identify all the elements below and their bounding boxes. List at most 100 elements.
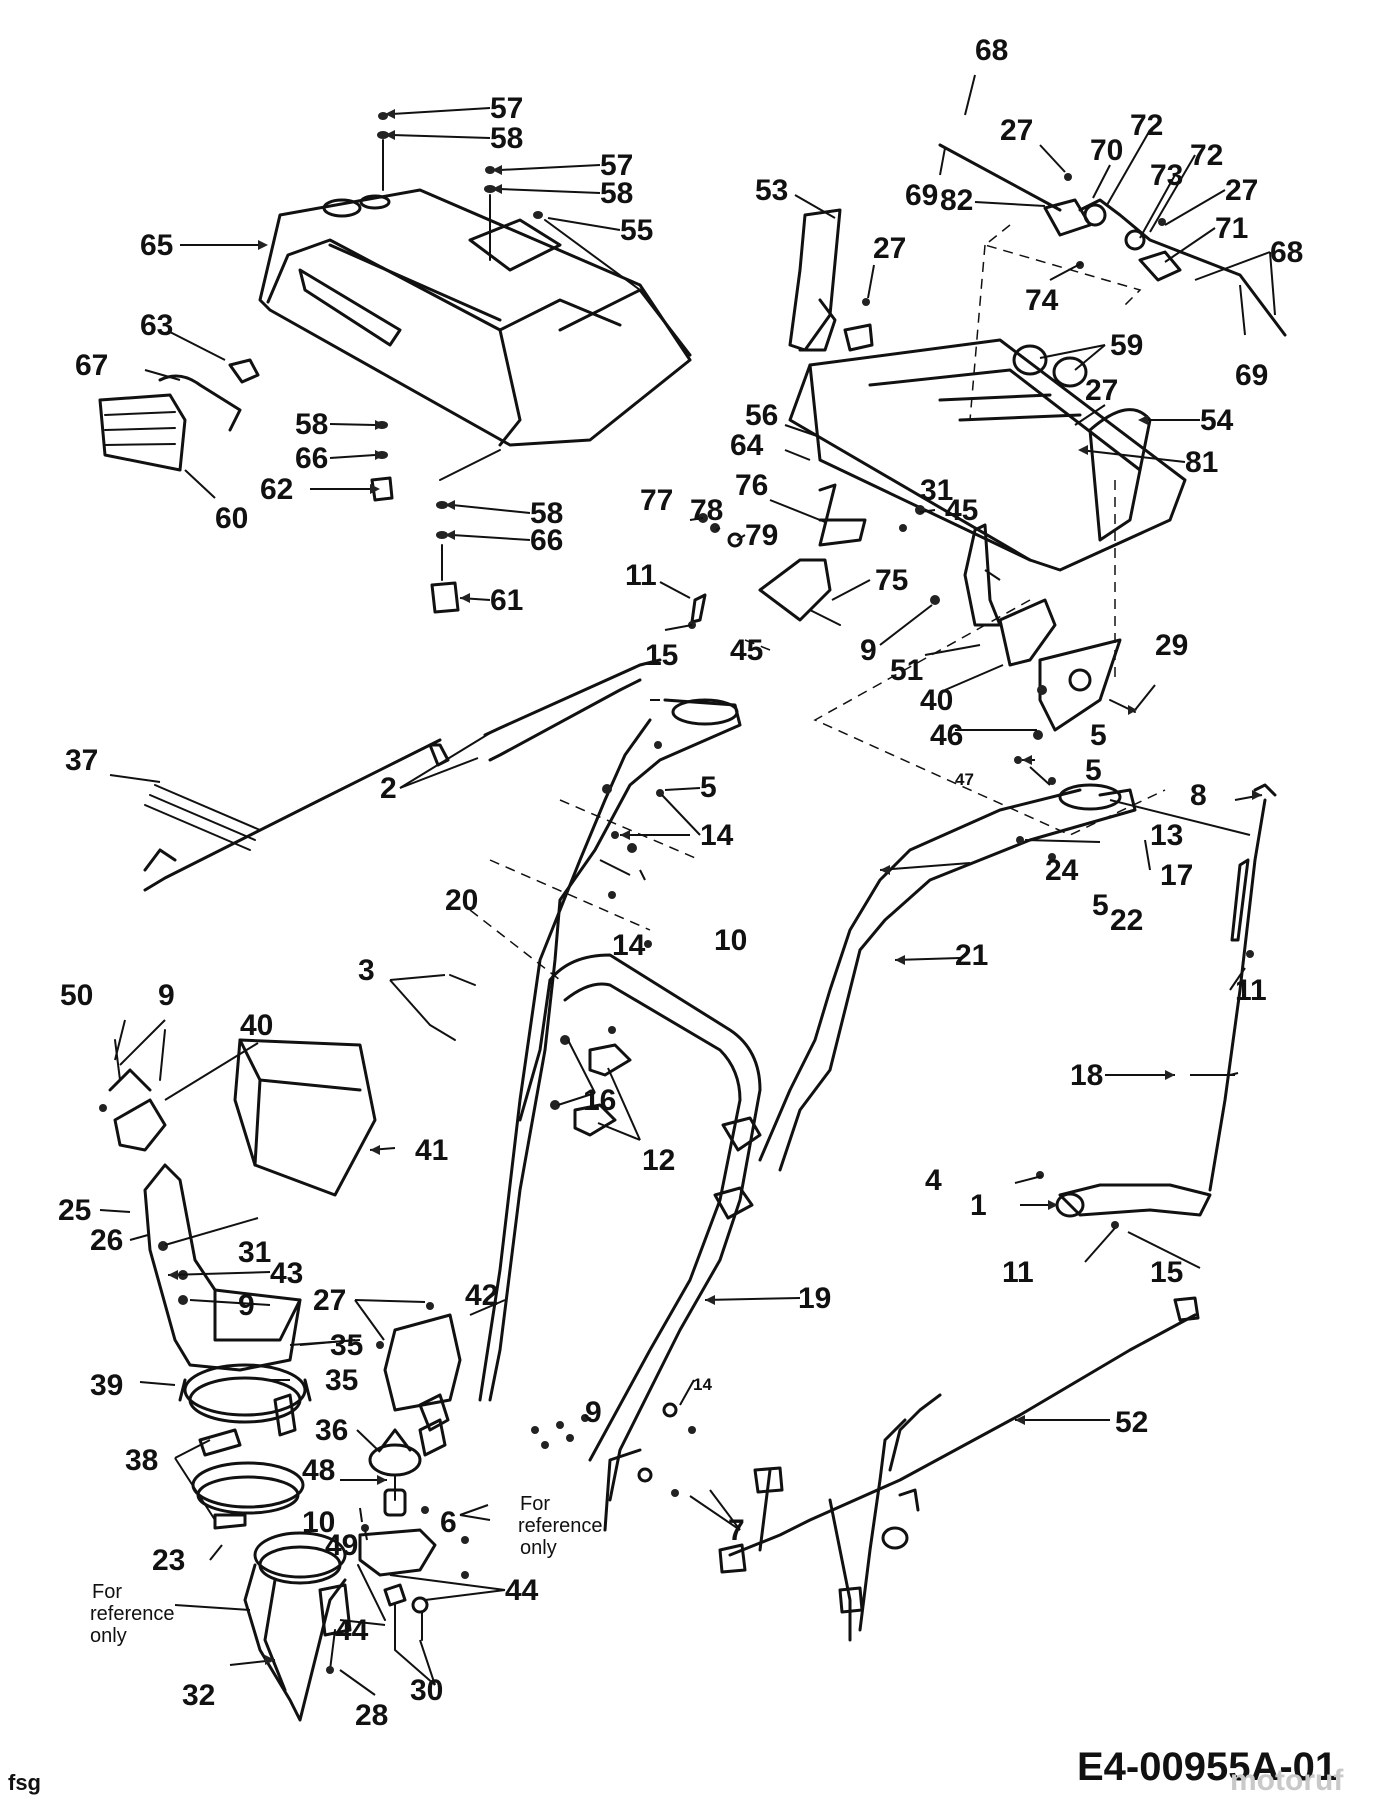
callout-25: 25 [58,1194,91,1227]
callout-5: 5 [700,771,717,804]
callout-26: 26 [90,1224,123,1257]
callout-79: 79 [745,519,778,552]
reference-note-left-line3: only [90,1625,127,1647]
callout-63: 63 [140,309,173,342]
callout-57: 57 [490,92,523,125]
right-handle-21 [758,777,1137,1172]
switch-assembly [370,421,501,614]
callout-21: 21 [955,939,988,972]
callout-75: 75 [875,564,908,597]
callout-65: 65 [140,229,173,262]
callout-61: 61 [490,584,523,617]
callout-24: 24 [1045,854,1079,887]
callout-64: 64 [730,429,764,462]
callout-11: 11 [625,559,657,592]
control-panel [788,338,1187,572]
callout-27: 27 [313,1284,346,1317]
reference-note-right-line3: only [520,1537,557,1559]
reference-note-left-line2: reference [90,1603,175,1625]
callout-22: 22 [1110,904,1143,937]
callout-78: 78 [690,494,723,527]
callout-14: 14 [693,1375,712,1394]
callout-18: 18 [1070,1059,1103,1092]
callout-40: 40 [920,684,953,717]
loose-fasteners [99,741,1024,1579]
callout-67: 67 [75,349,108,382]
callout-53: 53 [755,174,788,207]
wiring-harness-52 [718,1296,1200,1642]
callout-41: 41 [415,1134,448,1167]
callout-9: 9 [585,1396,602,1429]
chute-assembly [108,1029,377,1372]
callout-77: 77 [640,484,673,517]
callout-54: 54 [1200,404,1234,437]
arrow-heads [168,109,1262,1665]
callout-32: 32 [182,1679,215,1712]
callout-68: 68 [1270,236,1303,269]
callout-45: 45 [730,634,763,667]
callout-14: 14 [700,819,734,852]
callout-39: 39 [90,1369,123,1402]
callout-46: 46 [930,719,963,752]
callout-11: 11 [1235,974,1267,1007]
callout-31: 31 [920,474,953,507]
callout-81: 81 [1185,446,1218,479]
corner-mark: fsg [8,1770,41,1795]
callout-56: 56 [745,399,778,432]
callout-10: 10 [714,924,747,957]
callout-12: 12 [642,1144,675,1177]
callout-9: 9 [158,979,175,1012]
callout-15: 15 [1150,1256,1183,1289]
callout-69: 69 [1235,359,1268,392]
headlight-assembly [98,358,260,472]
callout-58: 58 [530,497,563,530]
callout-58: 58 [295,408,328,441]
callout-44: 44 [505,1574,539,1607]
reference-note-left-line1: For [92,1581,122,1603]
callout-5: 5 [1092,889,1109,922]
callout-47: 47 [955,770,974,789]
callout-60: 60 [215,502,248,535]
callout-72: 72 [1130,109,1163,142]
callout-10: 10 [302,1506,335,1539]
callout-5: 5 [1085,754,1102,787]
callout-29: 29 [1155,629,1188,662]
callout-82: 82 [940,184,973,217]
engine-cover [258,188,692,447]
callout-9: 9 [860,634,877,667]
left-handle-20 [478,698,742,1402]
callout-15: 15 [645,639,678,672]
callout-58: 58 [490,122,523,155]
callout-28: 28 [355,1699,388,1732]
callout-20: 20 [445,884,478,917]
callout-76: 76 [735,469,768,502]
callout-27: 27 [1085,374,1118,407]
callout-62: 62 [260,473,293,506]
callout-4: 4 [925,1164,942,1197]
callout-6: 6 [440,1506,457,1539]
chute-motor [368,1302,462,1517]
callout-66: 66 [295,442,328,475]
callout-66: 66 [530,524,563,557]
callout-8: 8 [1190,779,1207,812]
callout-45: 45 [945,494,978,527]
callout-16: 16 [583,1084,616,1117]
callout-71: 71 [1215,212,1248,245]
callout-35: 35 [330,1329,363,1362]
callout-30: 30 [410,1674,443,1707]
callout-44: 44 [335,1614,369,1647]
watermark: motoruf [1230,1764,1344,1797]
callout-27: 27 [1000,114,1033,147]
callout-51: 51 [890,654,923,687]
callout-72: 72 [1190,139,1223,172]
leader-lines [99,74,1276,1696]
callout-70: 70 [1090,134,1123,167]
shift-rod [938,143,1287,337]
callout-58: 58 [600,177,633,210]
callout-48: 48 [302,1454,335,1487]
callout-68: 68 [975,34,1008,67]
cover-fasteners [377,112,641,291]
diagram-code: E4-00955A-01 [1077,1745,1337,1789]
callout-23: 23 [152,1544,185,1577]
